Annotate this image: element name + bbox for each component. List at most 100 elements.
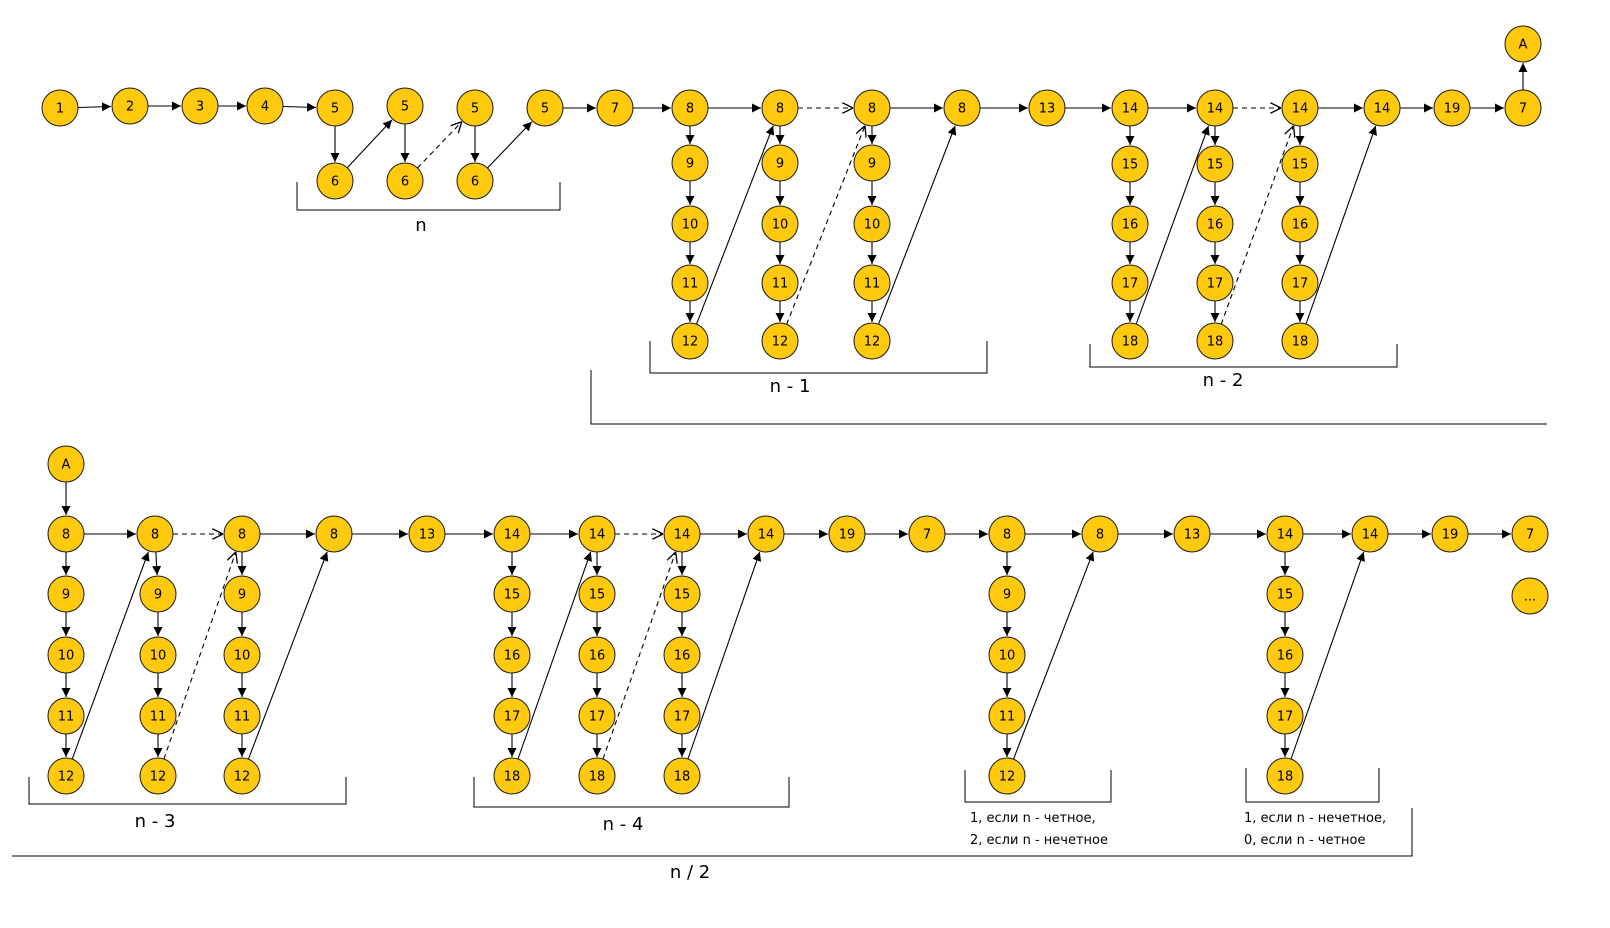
- node-circle: [246, 87, 284, 125]
- edge-r1_12c-to-r1_8d: [877, 125, 957, 325]
- node-circle: [671, 89, 709, 127]
- edge-r1_18c-to-r1_14d: [1305, 125, 1377, 325]
- node-circle: [493, 757, 531, 795]
- edge-r2_18e-to-r2_14f: [1290, 551, 1365, 760]
- node-label: 15: [1207, 158, 1224, 173]
- node-circle: [223, 636, 261, 674]
- node-label: 18: [1277, 770, 1294, 785]
- node-r1-12c: 12: [853, 322, 891, 360]
- node-label: 13: [1039, 102, 1056, 117]
- node-r1-14d: 14: [1363, 89, 1401, 127]
- node-r2-8e: 8: [988, 515, 1026, 553]
- node-label: 16: [1207, 218, 1224, 233]
- edge-r2_18c-to-r2_14d: [687, 551, 762, 760]
- node-circle: [671, 264, 709, 302]
- node-label: 14: [1374, 102, 1391, 117]
- node-label: 8: [868, 102, 876, 117]
- node-circle: [988, 636, 1026, 674]
- node-r1-1: 1: [41, 89, 79, 127]
- node-label: 5: [401, 100, 409, 115]
- node-circle: [853, 264, 891, 302]
- node-r2-12a: 12: [47, 757, 85, 795]
- edge-r2_12c-to-r2_8d: [247, 551, 329, 760]
- node-circle: [663, 515, 701, 553]
- node-label: 10: [234, 649, 251, 664]
- node-circle: [1281, 145, 1319, 183]
- node-r2-dots: ...: [1511, 577, 1549, 615]
- node-label: 9: [62, 588, 70, 603]
- node-circle: [223, 697, 261, 735]
- node-circle: [988, 575, 1026, 613]
- node-label: 14: [674, 528, 691, 543]
- node-label: 5: [471, 102, 479, 117]
- node-circle: [316, 162, 354, 200]
- node-r2-11c: 11: [223, 697, 261, 735]
- node-r2-9a: 9: [47, 575, 85, 613]
- node-r1-15c: 15: [1281, 145, 1319, 183]
- node-r1-16b: 16: [1196, 205, 1234, 243]
- node-r1-15a: 15: [1111, 145, 1149, 183]
- node-r1-8c: 8: [853, 89, 891, 127]
- node-label: 16: [1277, 649, 1294, 664]
- node-circle: [853, 144, 891, 182]
- node-circle: [1266, 757, 1304, 795]
- node-r2-17e: 17: [1266, 697, 1304, 735]
- node-r2-10b: 10: [139, 636, 177, 674]
- node-r1-14a: 14: [1111, 89, 1149, 127]
- node-label: 11: [999, 710, 1016, 725]
- node-label: 12: [58, 770, 75, 785]
- node-circle: [578, 515, 616, 553]
- node-label: 14: [1122, 102, 1139, 117]
- node-label: 12: [150, 770, 167, 785]
- node-label: 9: [868, 157, 876, 172]
- node-r2-14b: 14: [578, 515, 616, 553]
- node-label: 5: [541, 102, 549, 117]
- node-circle: [136, 515, 174, 553]
- node-circle: [493, 515, 531, 553]
- node-label: A: [1519, 38, 1528, 53]
- node-label: 16: [504, 649, 521, 664]
- node-circle: [578, 636, 616, 674]
- node-circle: [747, 515, 785, 553]
- node-r1-18a: 18: [1111, 322, 1149, 360]
- bracket-outer-row1: [590, 370, 1547, 425]
- node-label: 10: [772, 218, 789, 233]
- node-label: 19: [1442, 528, 1459, 543]
- node-label: 7: [923, 528, 931, 543]
- edge-r1_12a-to-r1_8b: [695, 125, 775, 325]
- bracket-n-minus-4: [473, 777, 790, 808]
- node-r1-7end: 7: [1504, 89, 1542, 127]
- bracket-label-n-minus-3: n - 3: [135, 811, 176, 832]
- node-circle: [1111, 145, 1149, 183]
- node-r2-17c: 17: [663, 697, 701, 735]
- node-circle: [761, 205, 799, 243]
- node-r2-A: A: [47, 445, 85, 483]
- node-circle: [1511, 515, 1549, 553]
- node-r1-7: 7: [596, 89, 634, 127]
- node-circle: [1281, 264, 1319, 302]
- node-label: 15: [504, 588, 521, 603]
- group-labels: n n - 1 n - 2 n - 3 n - 4 n / 2 1, если …: [135, 215, 1387, 883]
- bracket-n-minus-3: [28, 777, 347, 805]
- node-circle: [493, 636, 531, 674]
- node-circle: [1504, 89, 1542, 127]
- edge-r2_12a-to-r2_8b: [71, 551, 150, 760]
- node-r2-15b: 15: [578, 575, 616, 613]
- node-circle: [1351, 515, 1389, 553]
- node-r2-9c: 9: [223, 575, 261, 613]
- node-circle: [663, 575, 701, 613]
- node-circle: [988, 515, 1026, 553]
- node-circle: [1196, 145, 1234, 183]
- note-left-line-1: 1, если n - четное,: [970, 811, 1096, 826]
- node-circle: [761, 264, 799, 302]
- node-label: 7: [611, 102, 619, 117]
- node-r2-11e: 11: [988, 697, 1026, 735]
- node-r1-10b: 10: [761, 205, 799, 243]
- node-circle: [493, 575, 531, 613]
- node-label: 13: [1184, 528, 1201, 543]
- node-label: 17: [504, 710, 521, 725]
- node-label: 14: [504, 528, 521, 543]
- node-r1-5c: 5: [456, 89, 494, 127]
- node-circle: [1111, 205, 1149, 243]
- node-r2-8d: 8: [315, 515, 353, 553]
